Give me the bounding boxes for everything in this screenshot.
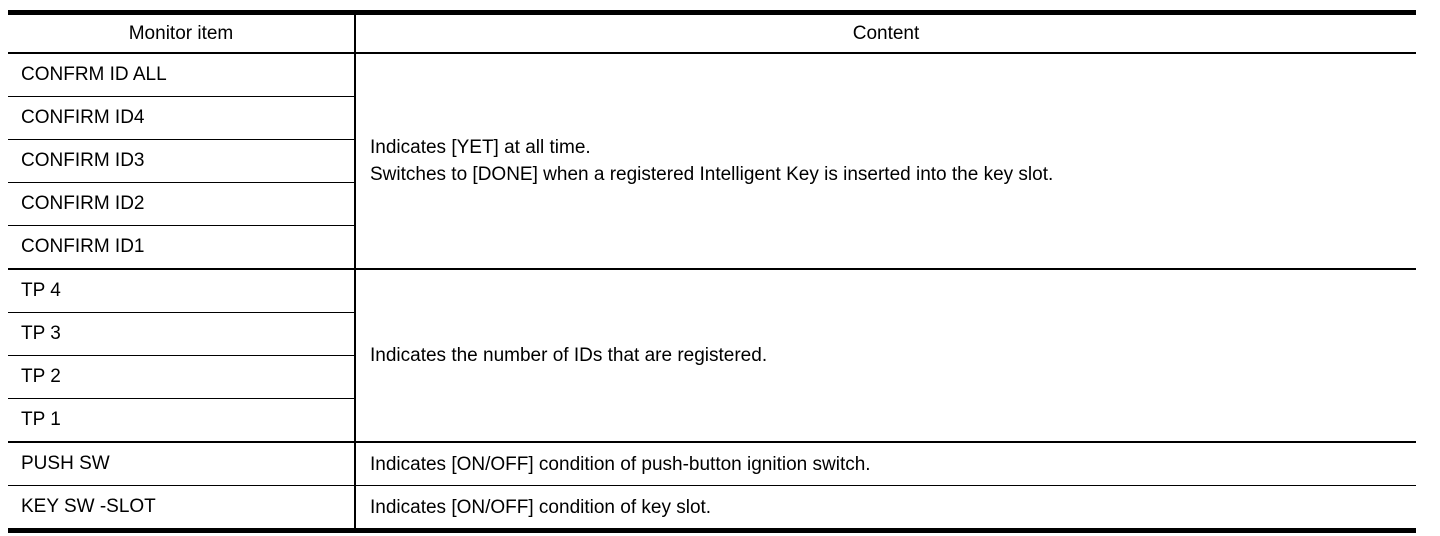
content-cell: Indicates the number of IDs that are reg…: [355, 269, 1416, 443]
monitor-item-header: Monitor item: [8, 12, 356, 54]
monitor-item-cell: TP 1: [8, 398, 356, 443]
monitor-item-cell: CONFIRM ID3: [8, 139, 356, 183]
monitor-item-cell: CONFIRM ID2: [8, 182, 356, 226]
table-row: CONFIRM ID3: [8, 139, 1416, 183]
table-row: KEY SW -SLOT Indicates [ON/OFF] conditio…: [8, 485, 1416, 531]
table-row: PUSH SW Indicates [ON/OFF] condition of …: [8, 442, 1416, 486]
manual-page: Monitor item Content CONFRM ID ALL Indic…: [0, 10, 1440, 536]
monitor-item-table: Monitor item Content CONFRM ID ALL Indic…: [8, 10, 1416, 533]
monitor-item-cell: CONFIRM ID4: [8, 96, 356, 140]
table-row: CONFIRM ID4: [8, 96, 1416, 140]
monitor-item-cell: TP 2: [8, 355, 356, 399]
content-cell: Indicates [ON/OFF] condition of key slot…: [355, 485, 1416, 531]
monitor-item-cell: KEY SW -SLOT: [8, 485, 356, 531]
monitor-item-cell: CONFIRM ID1: [8, 225, 356, 270]
table-row: TP 1: [8, 398, 1416, 443]
table-row: CONFIRM ID1: [8, 225, 1416, 270]
monitor-item-cell: TP 3: [8, 312, 356, 356]
content-cell: Indicates [ON/OFF] condition of push-but…: [355, 442, 1416, 486]
header-row: Monitor item Content: [8, 12, 1416, 54]
table-row: CONFRM ID ALL Indicates [YET] at all tim…: [8, 53, 1416, 270]
table-row: CONFIRM ID2: [8, 182, 1416, 226]
monitor-item-cell: TP 4: [8, 269, 356, 313]
content-header: Content: [355, 12, 1416, 54]
monitor-item-cell: PUSH SW: [8, 442, 356, 486]
table-row: TP 3: [8, 312, 1416, 356]
table-row: TP 2: [8, 355, 1416, 399]
content-cell: Indicates [YET] at all time. Switches to…: [355, 53, 1416, 270]
monitor-item-cell: CONFRM ID ALL: [8, 53, 356, 97]
table-row: TP 4 Indicates the number of IDs that ar…: [8, 269, 1416, 443]
